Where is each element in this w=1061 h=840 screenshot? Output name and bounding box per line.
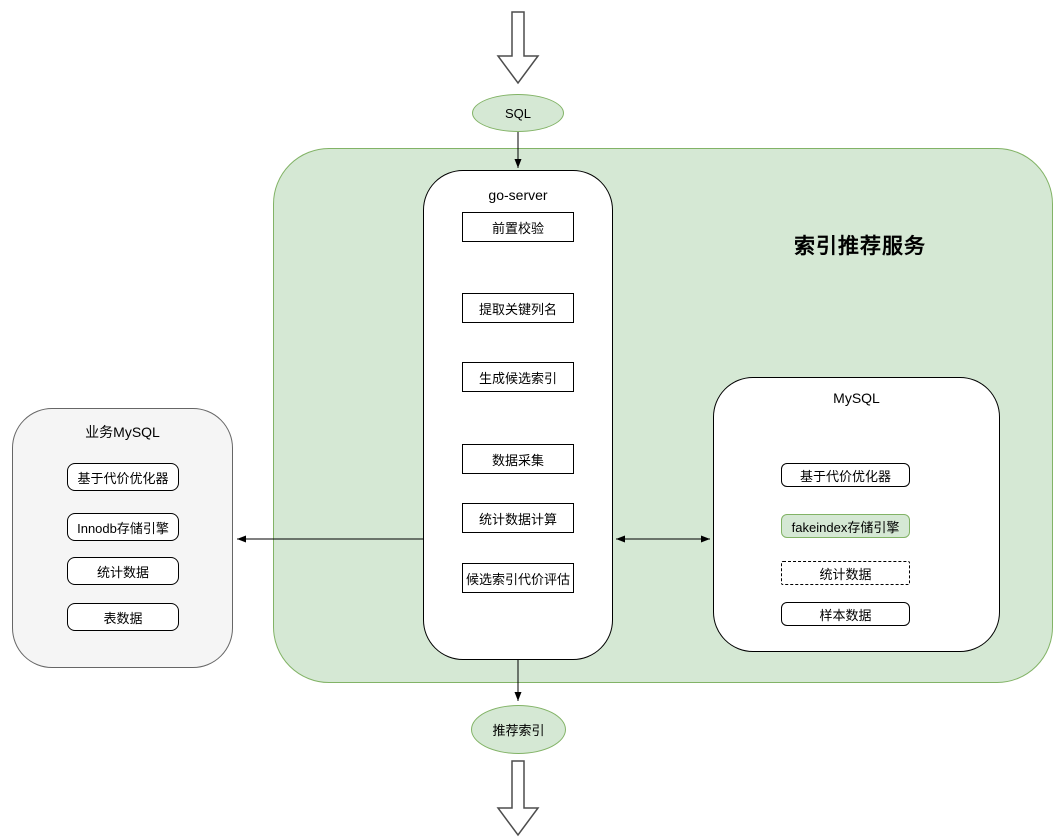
- service-title: 索引推荐服务: [794, 235, 926, 258]
- goserver-step-precheck: 前置校验: [462, 212, 574, 242]
- input-node-sql: SQL: [472, 94, 564, 132]
- output-node-label: 推荐索引: [492, 723, 545, 738]
- business-mysql-cost-optimizer: 基于代价优化器: [67, 463, 179, 491]
- service-mysql-cost-optimizer: 基于代价优化器: [781, 463, 910, 487]
- goserver-step-statistics-calculation: 统计数据计算: [462, 503, 574, 533]
- goserver-step-generate-candidate-indexes: 生成候选索引: [462, 362, 574, 392]
- output-node-recommended-index: 推荐索引: [471, 705, 566, 754]
- business-mysql-statistics: 统计数据: [67, 557, 179, 585]
- service-mysql-fakeindex-engine: fakeindex存储引擎: [781, 514, 910, 538]
- output-block-arrow-icon: [496, 760, 540, 837]
- business-mysql-innodb-engine: Innodb存储引擎: [67, 513, 179, 541]
- goserver-node-title: go-server: [488, 187, 548, 203]
- goserver-step-data-collection: 数据采集: [462, 444, 574, 474]
- service-mysql-statistics: 统计数据: [781, 561, 910, 585]
- business-mysql-table-data: 表数据: [67, 603, 179, 631]
- business-mysql-title: 业务MySQL: [85, 424, 160, 440]
- goserver-step-candidate-index-cost-evaluation: 候选索引代价评估: [462, 563, 574, 593]
- service-mysql-title: MySQL: [833, 390, 880, 406]
- input-node-label: SQL: [504, 105, 531, 121]
- input-block-arrow-icon: [496, 11, 540, 85]
- goserver-step-extract-key-columns: 提取关键列名: [462, 293, 574, 323]
- service-mysql-sample-data: 样本数据: [781, 602, 910, 626]
